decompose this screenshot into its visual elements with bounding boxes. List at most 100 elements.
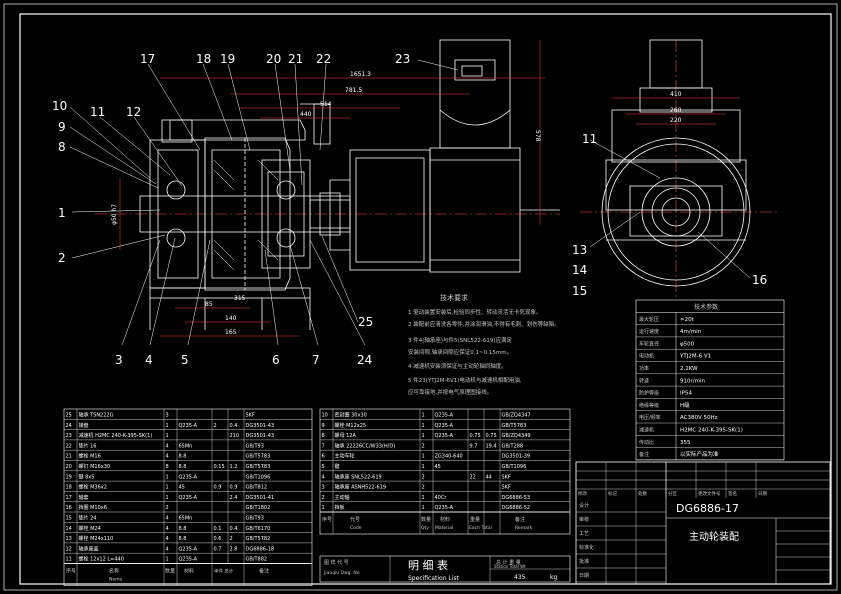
- dim-165: 165: [225, 329, 237, 336]
- bom-header-mat-r: 材料: [440, 516, 450, 523]
- part-label-10: 10: [52, 99, 67, 113]
- bom-cell-name: 轴承座 SNL522-619: [335, 473, 382, 480]
- part-label-17: 17: [140, 52, 155, 66]
- front-dimension-texts: 1651.3 781.5 514 440 578 φ50 h7 85 140 1…: [111, 71, 541, 336]
- bom-cell-m2: 19.4: [486, 443, 497, 449]
- bom-cell-no: 1: [322, 505, 325, 511]
- spec-label: 减速机: [639, 427, 654, 434]
- part-label-3: 3: [115, 353, 123, 367]
- part-label-4: 4: [145, 353, 153, 367]
- spec-list-title-en: Specification List: [408, 575, 460, 582]
- bom-header-weight: 单件 总计: [214, 568, 234, 575]
- bom-cell-no: 15: [66, 516, 72, 522]
- spec-label: 车轮直径: [639, 340, 659, 347]
- bom-cell-m2: 2.8: [230, 546, 238, 552]
- bom-cell-name: 螺栓 M36x2: [79, 484, 107, 491]
- title-role: 日期: [579, 573, 589, 579]
- dim-260: 260: [670, 107, 682, 114]
- bom-header-no-r: 序号: [322, 516, 332, 523]
- bom-cell-no: 21: [66, 454, 72, 460]
- bom-cell-qty: 2: [166, 505, 169, 511]
- bom-header-qty: 数量: [165, 568, 175, 575]
- spec-label: 电压/频率: [639, 414, 661, 421]
- bom-cell-name: 轴承 22226CC/W33(H/D): [335, 442, 396, 449]
- bom-cell-qty: 1: [166, 495, 169, 501]
- bom-cell-std: SKF: [502, 485, 511, 491]
- bom-cell-m2: 0.75: [486, 433, 497, 439]
- bom-cell-m1: 0.9: [214, 485, 222, 491]
- bom-cell-mat: Q235-A: [179, 423, 198, 429]
- tech-req-title: 技术要求: [440, 293, 468, 302]
- bom-cell-m2: 1.2: [230, 464, 238, 470]
- bom-cell-m2: 0.4: [230, 526, 238, 532]
- title-role: 批准: [579, 558, 589, 565]
- bom-cell-qty: 1: [166, 423, 169, 429]
- title-header-cell: 更改文件号: [698, 490, 721, 497]
- bom-cell-qty: 1: [166, 474, 169, 480]
- bom-cell-std: GB/T5783: [502, 423, 527, 429]
- bom-cell-mat: Q235-A: [179, 474, 198, 480]
- side-dimension-lines: [612, 97, 740, 125]
- spec-value: φ500: [680, 341, 695, 347]
- bom-cell-no: 13: [66, 536, 72, 542]
- part-label-1: 1: [58, 206, 66, 220]
- bom-cell-name: 垫片 16: [79, 442, 97, 449]
- bom-cell-no: 24: [66, 423, 72, 429]
- drawing-title: 主动轮装配: [689, 530, 739, 543]
- bom-cell-std: GB/T1802: [246, 505, 271, 511]
- part-label-14: 14: [572, 263, 587, 277]
- spec-value: 4m/min: [680, 329, 702, 335]
- bom-cell-qty: 4: [166, 526, 169, 532]
- bom-header-qty-en: Qty: [421, 525, 429, 531]
- bom-cell-std: GB/T5783: [246, 464, 271, 470]
- drawing-number: DG6886-17: [676, 502, 739, 515]
- bom-cell-m1: 2: [214, 423, 217, 429]
- bom-cell-std: GB/ZQ4349: [502, 433, 531, 439]
- bom-cell-mat: 8.8: [179, 464, 187, 470]
- bom-cell-no: 11: [66, 557, 72, 563]
- dim-440: 440: [300, 111, 312, 118]
- bom-cell-name: 主动车轮: [335, 453, 355, 460]
- part-label-19: 19: [220, 52, 235, 66]
- bom-cell-no: 12: [66, 546, 72, 552]
- bom-header-name: 名称: [109, 568, 119, 575]
- part-label-18: 18: [196, 52, 211, 66]
- tech-req-line-1: 1 驱动装置安装后,检验同步性、转动灵活无卡死现象。: [408, 308, 542, 316]
- bom-cell-name: 键: [335, 463, 340, 470]
- bom-cell-m2: 0.4: [230, 423, 238, 429]
- bom-cell-m1: 0.7: [214, 546, 222, 552]
- bom-cell-name: 减速机 H2MC 240-K-395-SK(1): [79, 432, 153, 439]
- bom-cell-name: 螺母 12A: [335, 432, 357, 439]
- bom-cell-m2: 0.9: [230, 485, 238, 491]
- bom-cell-qty: 4: [166, 546, 169, 552]
- title-block: 修改标记处数分区更改文件号签名日期设计审核工艺标准化批准日期DG6886-17主…: [575, 461, 831, 585]
- bom-cell-m1: 0.1: [214, 526, 222, 532]
- part-label-6: 6: [272, 353, 280, 367]
- bom-cell-qty: 1: [166, 433, 169, 439]
- bom-cell-name: 螺栓 M24x110: [79, 535, 114, 542]
- bom-cell-std: GB/T288: [502, 443, 524, 449]
- bom-cell-name: 轴套: [79, 494, 89, 501]
- part-numbers: 1 2 3 4 5 6 7 8 9 10 11 12 13 14 15 16 1…: [52, 52, 767, 367]
- bom-cell-m1: 0.15: [214, 464, 225, 470]
- bom-cell-no: 5: [322, 464, 325, 470]
- tech-req-line-4: 安装间隙,轴承间隙应保证0.1~0.15mm。: [408, 348, 512, 356]
- bom-cell-mat: 8.8: [179, 536, 187, 542]
- bom-cell-mat: 45: [179, 485, 185, 491]
- bom-cell-qty: 2: [422, 485, 425, 491]
- dim-220: 220: [670, 117, 682, 124]
- bom-cell-m2: 210: [230, 433, 240, 439]
- title-role: 审核: [579, 516, 589, 523]
- title-role: 设计: [579, 502, 589, 509]
- bom-cell-name: 接盘: [79, 422, 89, 429]
- spec-value: ≈20t: [680, 317, 695, 323]
- bom-cell-no: 10: [322, 413, 328, 419]
- title-header-cell: 签名: [728, 490, 737, 497]
- part-label-25: 25: [358, 315, 373, 329]
- dim-514: 514: [320, 101, 332, 108]
- total-weight-label: 总 计 重 量: [496, 559, 521, 566]
- dim-781: 781.5: [345, 87, 362, 94]
- dim-410: 410: [670, 91, 682, 98]
- bom-cell-no: 2: [322, 495, 325, 501]
